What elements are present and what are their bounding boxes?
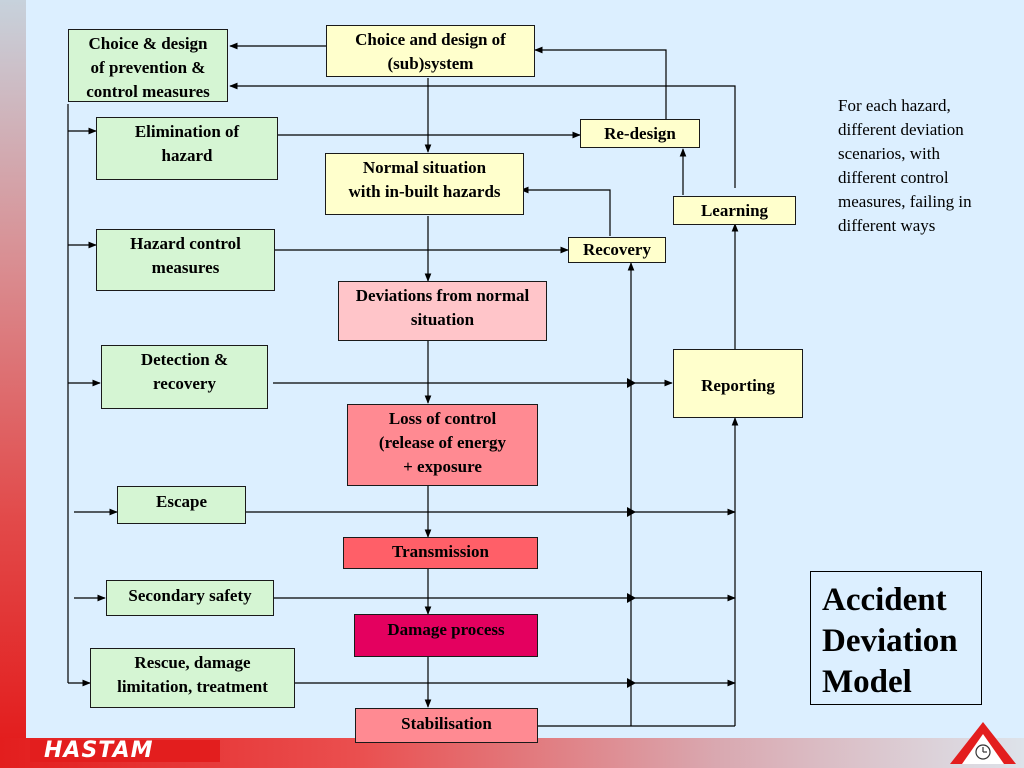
hastam-emblem-icon <box>950 722 1016 764</box>
box-stabilisation: Stabilisation <box>355 708 538 743</box>
title-line-1: Accident <box>822 582 947 618</box>
box-detection-recovery: Detection & recovery <box>101 345 268 409</box>
side-note: For each hazard, different deviation sce… <box>838 96 972 235</box>
box-loss-of-control: Loss of control (release of energy + exp… <box>347 404 538 486</box>
box-choice-system: Choice and design of (sub)system <box>326 25 535 77</box>
box-learning: Learning <box>673 196 796 225</box>
box-damage-process: Damage process <box>354 614 538 657</box>
box-normal-situation: Normal situation with in-built hazards <box>325 153 524 215</box>
box-hazard-control: Hazard control measures <box>96 229 275 291</box>
box-escape: Escape <box>117 486 246 524</box>
diagram-title: Accident Deviation Model <box>810 571 982 705</box>
hastam-logo: HASTAM <box>44 738 154 763</box>
logo-background <box>30 740 220 762</box>
box-choice-measures: Choice & design of prevention & control … <box>68 29 228 102</box>
box-transmission: Transmission <box>343 537 538 569</box>
box-redesign: Re-design <box>580 119 700 148</box>
left-gradient-bar <box>0 0 26 740</box>
box-reporting: Reporting <box>673 349 803 418</box>
box-recovery: Recovery <box>568 237 666 263</box>
box-rescue: Rescue, damage limitation, treatment <box>90 648 295 708</box>
box-deviations: Deviations from normal situation <box>338 281 547 341</box>
box-secondary-safety: Secondary safety <box>106 580 274 616</box>
box-elimination: Elimination of hazard <box>96 117 278 180</box>
title-line-3: Model <box>822 664 912 700</box>
title-line-2: Deviation <box>822 623 958 659</box>
